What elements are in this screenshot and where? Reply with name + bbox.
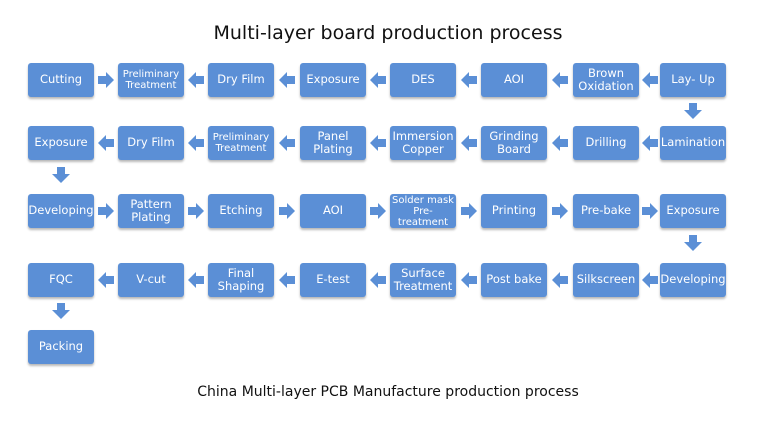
step-dry-film: Dry Film xyxy=(118,126,184,160)
step-fqc: FQC xyxy=(28,263,94,297)
step-des: DES xyxy=(390,63,456,97)
arrow-icon xyxy=(552,72,568,88)
step-printing: Printing xyxy=(481,194,547,228)
step-v-cut: V-cut xyxy=(118,263,184,297)
arrow-icon xyxy=(461,272,477,288)
arrow-icon xyxy=(98,72,114,88)
arrow-icon xyxy=(52,303,70,319)
arrow-icon xyxy=(552,135,568,151)
step-etching: Etching xyxy=(208,194,274,228)
step-lamination: Lamination xyxy=(660,126,726,160)
step-surface-treatment: Surface Treatment xyxy=(390,263,456,297)
step-brown-oxidation: Brown Oxidation xyxy=(573,63,639,97)
step-pre-bake: Pre-bake xyxy=(573,194,639,228)
step-exposure: Exposure xyxy=(28,126,94,160)
step-dry-film: Dry Film xyxy=(208,63,274,97)
arrow-icon xyxy=(188,272,204,288)
step-exposure: Exposure xyxy=(300,63,366,97)
arrow-icon xyxy=(279,135,295,151)
diagram-title: Multi-layer board production process xyxy=(213,22,563,44)
step-developing: Developing xyxy=(660,263,726,297)
step-post-bake: Post bake xyxy=(481,263,547,297)
arrow-icon xyxy=(98,203,114,219)
step-final-shaping: Final Shaping xyxy=(208,263,274,297)
arrow-icon xyxy=(684,235,702,251)
diagram-caption: China Multi-layer PCB Manufacture produc… xyxy=(197,384,579,400)
step-preliminary-treatment: Preliminary Treatment xyxy=(208,126,274,160)
step-developing: Developing xyxy=(28,194,94,228)
arrow-icon xyxy=(552,272,568,288)
arrow-icon xyxy=(370,203,386,219)
arrow-icon xyxy=(279,72,295,88)
arrow-icon xyxy=(279,272,295,288)
step-cutting: Cutting xyxy=(28,63,94,97)
arrow-icon xyxy=(98,272,114,288)
step-exposure: Exposure xyxy=(660,194,726,228)
step-silkscreen: Silkscreen xyxy=(573,263,639,297)
arrow-icon xyxy=(684,103,702,119)
arrow-icon xyxy=(642,135,658,151)
step-packing: Packing xyxy=(28,330,94,364)
step-panel-plating: Panel Plating xyxy=(300,126,366,160)
arrow-icon xyxy=(552,203,568,219)
arrow-icon xyxy=(461,135,477,151)
arrow-icon xyxy=(188,203,204,219)
step-grinding-board: Grinding Board xyxy=(481,126,547,160)
arrow-icon xyxy=(370,135,386,151)
arrow-icon xyxy=(188,72,204,88)
arrow-icon xyxy=(52,167,70,183)
step-lay-up: Lay- Up xyxy=(660,63,726,97)
step-drilling: Drilling xyxy=(573,126,639,160)
arrow-icon xyxy=(370,72,386,88)
arrow-icon xyxy=(461,72,477,88)
arrow-icon xyxy=(279,203,295,219)
step-aoi: AOI xyxy=(300,194,366,228)
arrow-icon xyxy=(642,272,658,288)
arrow-icon xyxy=(461,203,477,219)
step-immersion-copper: Immersion Copper xyxy=(390,126,456,160)
step-preliminary-treatment: Preliminary Treatment xyxy=(118,63,184,97)
step-aoi: AOI xyxy=(481,63,547,97)
step-pattern-plating: Pattern Plating xyxy=(118,194,184,228)
arrow-icon xyxy=(642,203,658,219)
arrow-icon xyxy=(188,135,204,151)
arrow-icon xyxy=(642,72,658,88)
arrow-icon xyxy=(98,135,114,151)
step-e-test: E-test xyxy=(300,263,366,297)
arrow-icon xyxy=(370,272,386,288)
step-solder-mask-pre-treatment: Solder mask Pre-treatment xyxy=(390,194,456,228)
